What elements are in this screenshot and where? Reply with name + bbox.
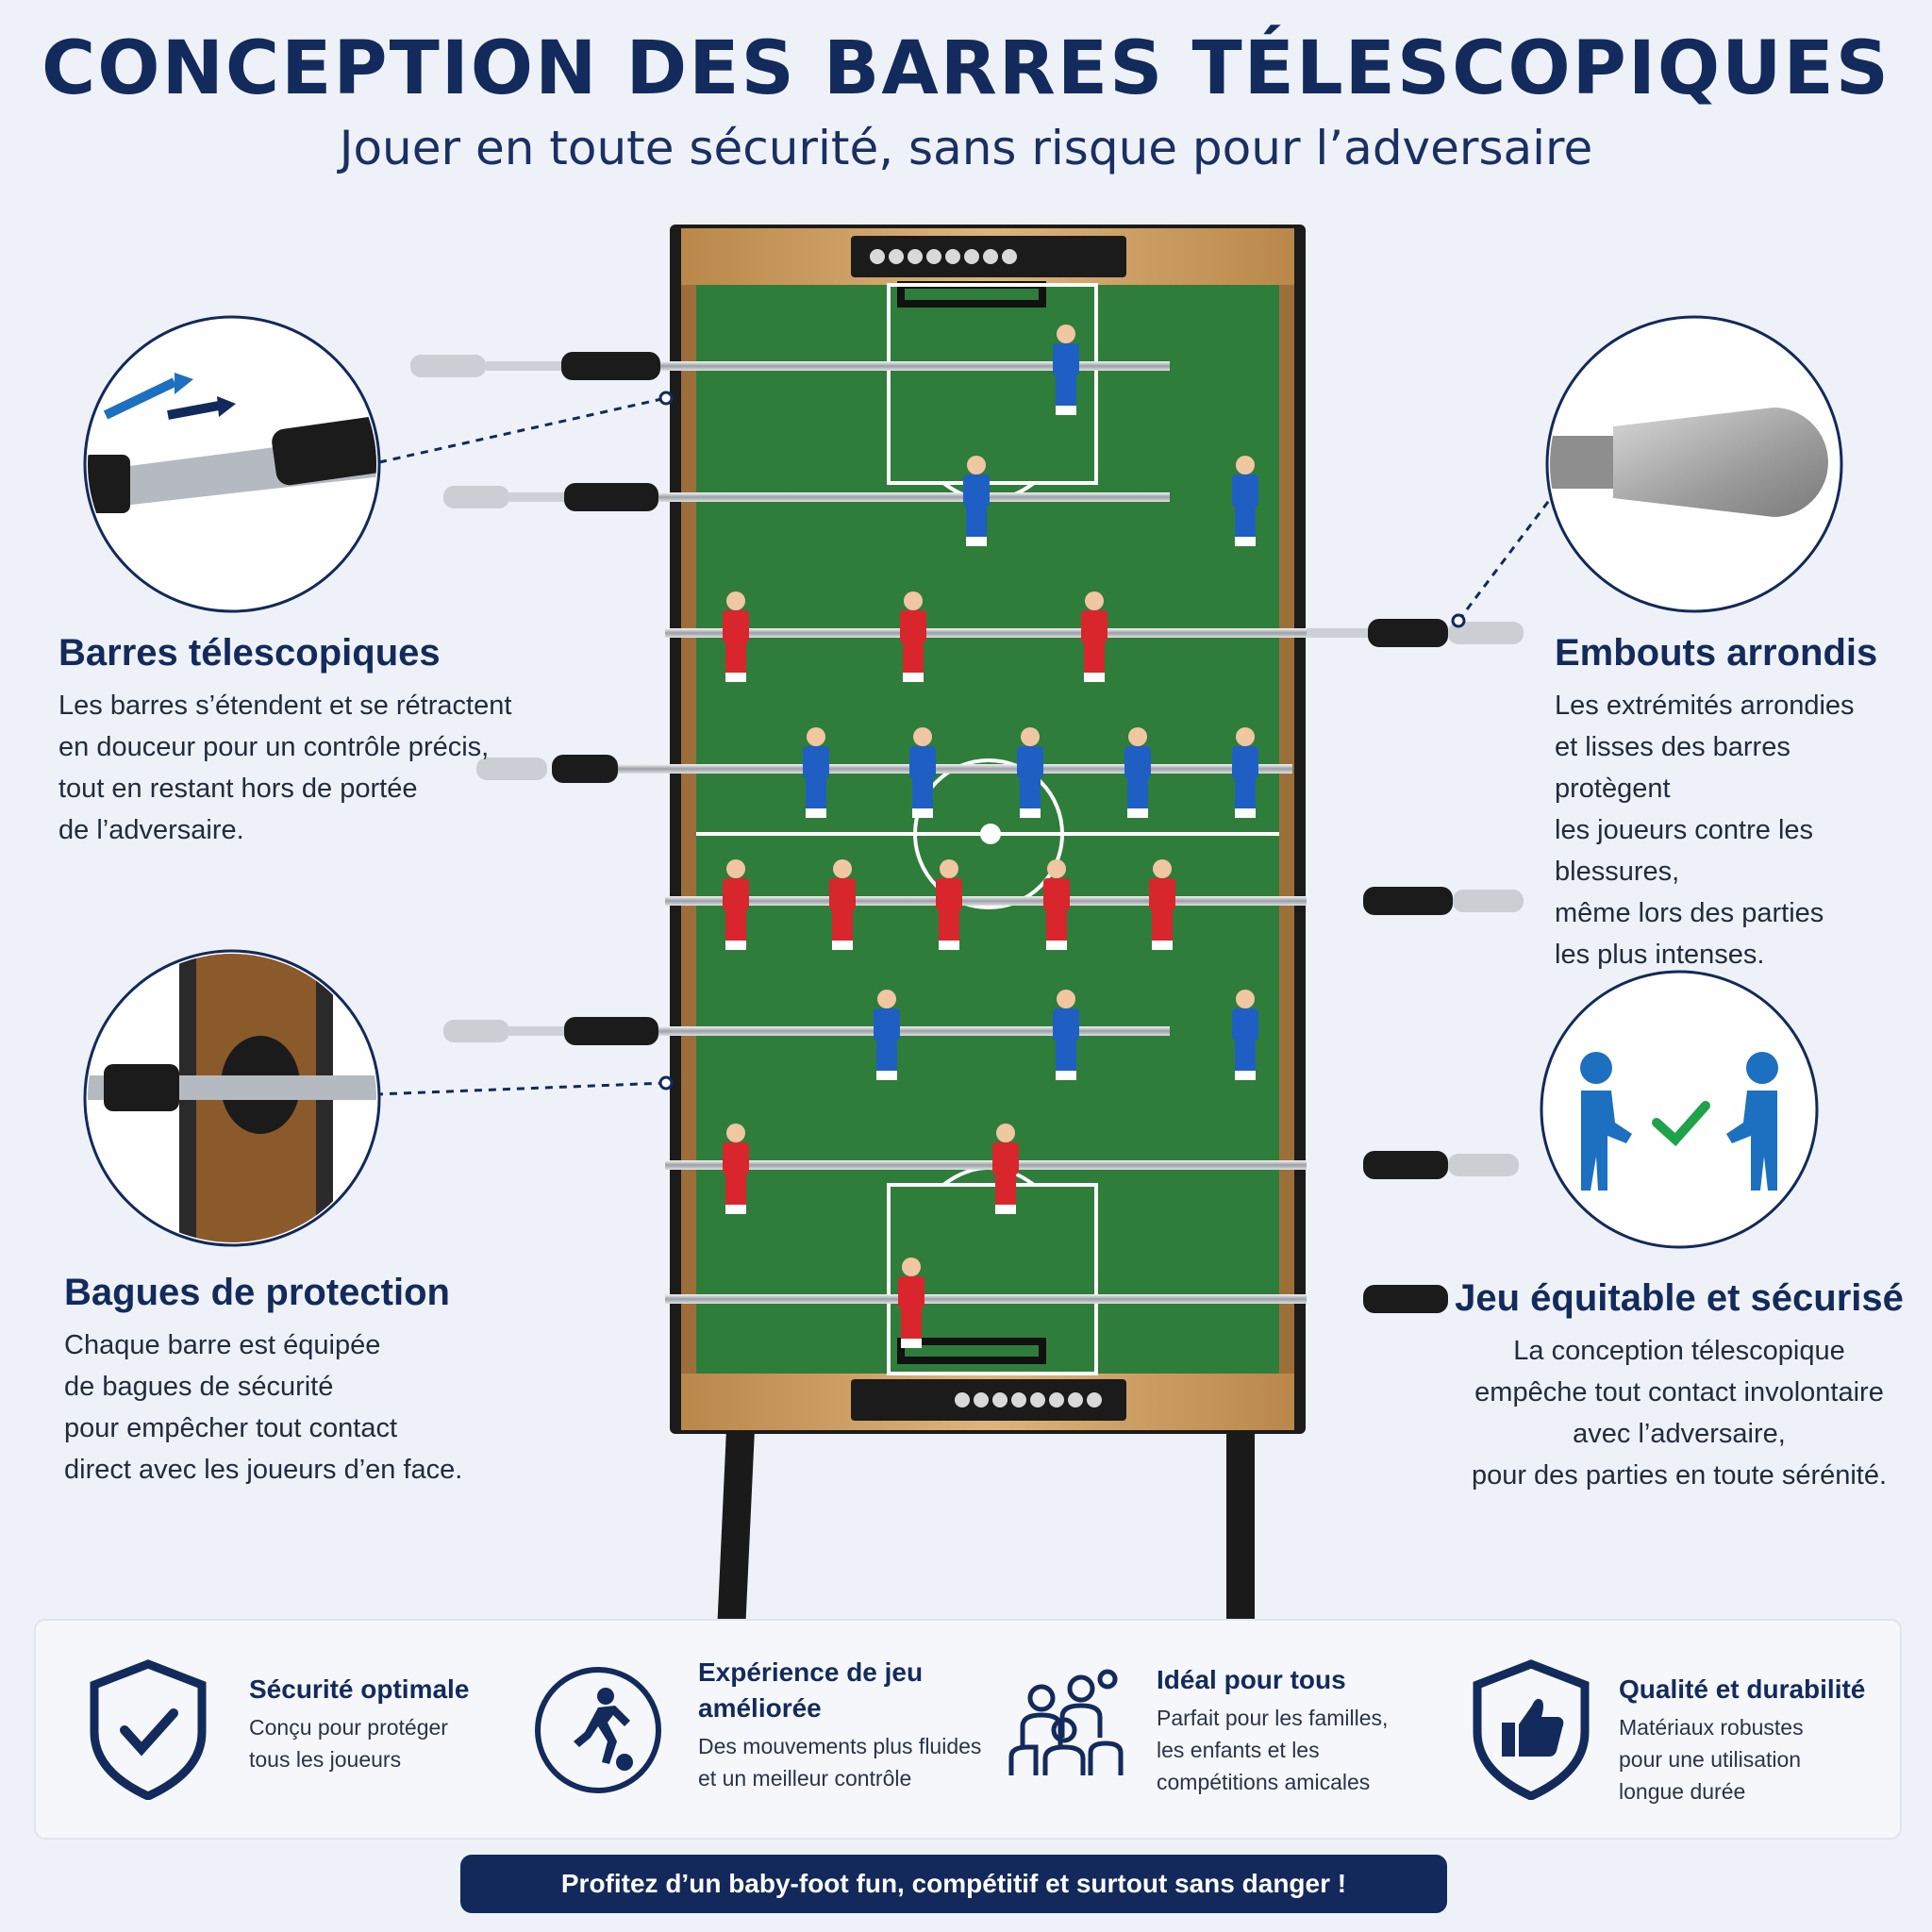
rods (410, 352, 1524, 1313)
fair-play-zoom-icon (1540, 970, 1819, 1249)
players (723, 325, 1258, 1348)
fair-play-text: La conception télescopique empêche tout … (1471, 1336, 1888, 1491)
benefit-text: Conçu pour protéger tous les joueurs (249, 1715, 448, 1772)
benefit-text: Des mouvements plus fluides et un meille… (698, 1734, 982, 1790)
ball (980, 824, 1001, 844)
rounded-tip-zoom-icon (1545, 315, 1843, 613)
telescopic-text: Les barres s’étendent et se rétractent e… (58, 691, 512, 845)
shield-thumbs-up-icon (1473, 1659, 1590, 1800)
blue-team (803, 325, 1258, 1080)
protection-bushing-zoom-icon (83, 949, 381, 1247)
benefit-title: Idéal pour tous (1157, 1665, 1346, 1694)
rounded-tips-text: Les extrémités arrondies et lisses des b… (1555, 691, 1855, 970)
shield-check-icon (90, 1659, 207, 1800)
telescopic-rod-zoom-icon (83, 315, 381, 613)
fair-play-title: Jeu équitable et sécurisé (1455, 1277, 1904, 1319)
benefits-panel: Sécurité optimale Conçu pour protéger to… (34, 1619, 1902, 1840)
benefit-title: Expérience de jeu améliorée (698, 1657, 924, 1723)
benefit-text: Matériaux robustes pour une utilisation … (1619, 1715, 1804, 1804)
benefit-title: Sécurité optimale (249, 1674, 470, 1704)
page-title: CONCEPTION DES BARRES TÉLESCOPIQUES (42, 26, 1890, 111)
player-ball-icon (535, 1667, 661, 1793)
benefit-text: Parfait pour les familles, les enfants e… (1157, 1706, 1389, 1794)
telescopic-title: Barres télescopiques (58, 632, 441, 674)
protection-text: Chaque barre est équipée de bagues de sé… (64, 1330, 463, 1485)
protection-title: Bagues de protection (64, 1272, 450, 1313)
table-legs (717, 1429, 1255, 1632)
rounded-tips-title: Embouts arrondis (1555, 632, 1878, 674)
bottom-banner: Profitez d’un baby-foot fun, compétitif … (460, 1855, 1447, 1913)
callout-lines (375, 396, 1558, 1096)
benefit-title: Qualité et durabilité (1619, 1674, 1866, 1704)
family-icon (1008, 1669, 1124, 1775)
page-subtitle: Jouer en toute sécurité, sans risque pou… (339, 121, 1593, 175)
red-team (723, 591, 1175, 1348)
foosball-table (670, 225, 1306, 1434)
